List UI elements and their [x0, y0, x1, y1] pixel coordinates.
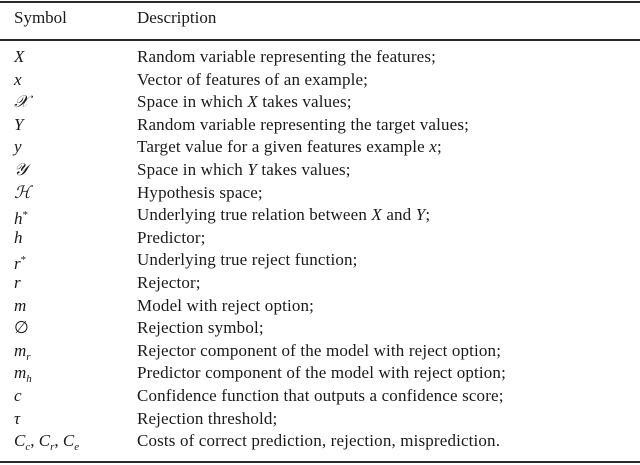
- description-text: ;: [436, 137, 442, 157]
- symbol-superscript: *: [20, 254, 27, 267]
- symbol-cell: mh: [14, 362, 32, 390]
- symbol-cell: Cc, Cr, Ce: [14, 430, 79, 458]
- symbol-cell: y: [14, 137, 22, 157]
- symbol-cell: τ: [14, 408, 21, 428]
- bottom-rule: [0, 461, 640, 463]
- header-symbol: Symbol: [14, 8, 67, 27]
- description-cell: Rejector component of the model with rej…: [137, 340, 502, 360]
- description-cell: Vector of features of an example;: [137, 69, 369, 89]
- symbol-cell: c: [14, 385, 22, 405]
- description-cell: Model with reject option;: [137, 295, 315, 315]
- symbol-base: m: [14, 340, 27, 360]
- symbol-base: C: [62, 431, 75, 451]
- symbol-separator: ,: [30, 431, 39, 451]
- math-variable: X: [371, 205, 382, 225]
- symbol-cell: r: [14, 272, 21, 292]
- description-cell: Random variable representing the feature…: [137, 47, 436, 66]
- symbol-base: h: [14, 209, 23, 229]
- symbol-separator: ,: [54, 431, 63, 451]
- description-text: Underlying true relation between: [137, 205, 372, 225]
- top-rule: [0, 1, 640, 3]
- description-text: takes values;: [256, 159, 351, 179]
- header-rule: [0, 39, 640, 41]
- table-row: y Target value for a given features exam…: [0, 136, 640, 159]
- math-variable: X: [247, 92, 258, 112]
- description-text: Space in which: [137, 159, 248, 179]
- table-row: mh Predictor component of the model with…: [0, 362, 640, 385]
- description-cell: Space in which X takes values;: [137, 91, 352, 113]
- symbol-subscript: h: [26, 373, 32, 386]
- symbol-cell: Y: [14, 114, 24, 134]
- table-row: c Confidence function that outputs a con…: [0, 385, 640, 408]
- symbol-cell: 𝒴: [14, 159, 28, 180]
- table-row: x Vector of features of an example;: [0, 69, 640, 92]
- math-variable: x: [429, 137, 437, 157]
- symbol-cell: h: [14, 227, 23, 247]
- description-text: and: [381, 205, 416, 225]
- description-text: takes values;: [257, 92, 352, 112]
- description-cell: Underlying true reject function;: [137, 250, 358, 270]
- math-variable: Y: [415, 205, 426, 225]
- description-cell: Confidence function that outputs a confi…: [137, 385, 504, 405]
- table-row: τ Rejection threshold;: [0, 408, 640, 431]
- table-body: X Random variable representing the featu…: [0, 46, 640, 453]
- description-cell: Predictor;: [137, 227, 206, 247]
- description-text: Target value for a given features exampl…: [137, 137, 430, 157]
- table-row: r Rejector;: [0, 272, 640, 295]
- table-row: Y Random variable representing the targe…: [0, 114, 640, 137]
- description-cell: Costs of correct prediction, rejection, …: [137, 431, 501, 451]
- empty-set-symbol: ∅: [14, 318, 29, 338]
- table-row: h* Underlying true relation between X an…: [0, 204, 640, 230]
- description-cell: Space in which Y takes values;: [137, 159, 351, 181]
- symbol-subscript: c: [25, 441, 31, 454]
- symbol-cell: ℋ: [14, 182, 31, 203]
- table-row: mr Rejector component of the model with …: [0, 340, 640, 363]
- description-text: Space in which: [137, 92, 248, 112]
- table-row: 𝒴 Space in which Y takes values;: [0, 159, 640, 182]
- symbol-base: C: [14, 431, 26, 451]
- description-cell: Underlying true relation between X and Y…: [137, 204, 430, 226]
- symbol-cell: m: [14, 295, 27, 315]
- description-cell: Random variable representing the target …: [137, 114, 469, 134]
- symbol-cell: x: [14, 69, 22, 89]
- description-cell: Hypothesis space;: [137, 182, 263, 202]
- table-row: ∅ Rejection symbol;: [0, 317, 640, 340]
- table-row: ℋ Hypothesis space;: [0, 182, 640, 205]
- description-text: ;: [425, 205, 431, 225]
- table-row: m Model with reject option;: [0, 295, 640, 318]
- symbol-superscript: *: [22, 209, 29, 222]
- description-cell: Predictor component of the model with re…: [137, 363, 506, 383]
- symbol-cell: X: [14, 47, 25, 66]
- symbol-subscript: r: [50, 441, 55, 454]
- header-description: Description: [137, 8, 217, 27]
- table-row: r* Underlying true reject function;: [0, 249, 640, 275]
- table-row: X Random variable representing the featu…: [0, 46, 640, 69]
- symbol-base: m: [14, 363, 27, 383]
- symbol-cell: mr: [14, 340, 31, 368]
- table-row: h Predictor;: [0, 227, 640, 250]
- symbol-subscript: r: [26, 350, 31, 363]
- description-cell: Rejection symbol;: [137, 318, 264, 338]
- description-cell: Rejection threshold;: [137, 408, 278, 428]
- table-row: Cc, Cr, Ce Costs of correct prediction, …: [0, 430, 640, 453]
- symbol-cell: r*: [14, 249, 26, 275]
- table-header: Symbol Description: [0, 8, 640, 32]
- symbol-base: C: [38, 431, 51, 451]
- math-variable: Y: [247, 159, 257, 179]
- description-cell: Rejector;: [137, 272, 201, 292]
- symbol-subscript: e: [74, 441, 80, 454]
- symbol-cell: h*: [14, 204, 28, 230]
- symbol-base: r: [14, 254, 21, 274]
- table-row: 𝒳 Space in which X takes values;: [0, 91, 640, 114]
- symbol-cell: 𝒳: [14, 92, 29, 113]
- description-cell: Target value for a given features exampl…: [137, 136, 442, 158]
